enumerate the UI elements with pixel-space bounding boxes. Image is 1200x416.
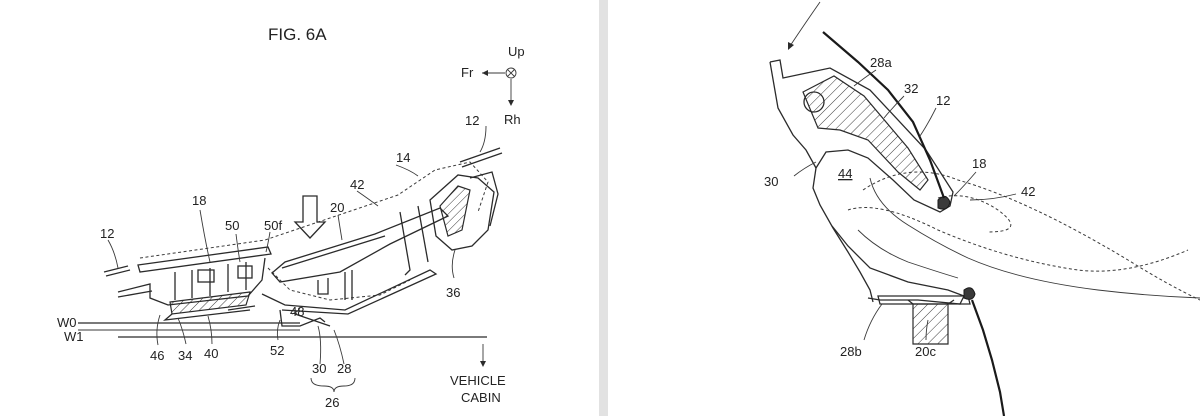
left-drawing: FIG. 6A Up Fr Rh W0 W1 bbox=[57, 25, 525, 410]
orientation-indicator: Up Fr Rh bbox=[461, 44, 525, 127]
label-28: 28 bbox=[337, 361, 351, 376]
cabin-label-line1: VEHICLE bbox=[450, 373, 506, 388]
seal-lower bbox=[963, 287, 976, 300]
label-50f: 50f bbox=[264, 218, 282, 233]
label-28a: 28a bbox=[870, 55, 892, 70]
label-14: 14 bbox=[396, 150, 410, 165]
label-42: 42 bbox=[350, 177, 364, 192]
figure-title: FIG. 6A bbox=[268, 25, 327, 44]
label-50: 50 bbox=[225, 218, 239, 233]
deploy-arrow-icon bbox=[293, 195, 327, 239]
windshield-12 bbox=[822, 31, 946, 199]
label-30: 30 bbox=[312, 361, 326, 376]
label-18: 18 bbox=[192, 193, 206, 208]
label-26: 26 bbox=[325, 395, 339, 410]
leader-lines-right bbox=[793, 69, 1017, 341]
seal-18-top bbox=[937, 196, 951, 210]
label-34: 34 bbox=[178, 348, 192, 363]
pivot-circle bbox=[803, 91, 825, 113]
label-20: 20 bbox=[330, 200, 344, 215]
label-12-top: 12 bbox=[465, 113, 479, 128]
block-20c bbox=[912, 303, 949, 345]
up-symbol bbox=[505, 67, 517, 79]
label-32: 32 bbox=[904, 81, 918, 96]
left-panel-fig-6a: FIG. 6A Up Fr Rh W0 W1 bbox=[0, 0, 599, 416]
label-46: 46 bbox=[150, 348, 164, 363]
label-18: 18 bbox=[972, 156, 986, 171]
windshield-lower bbox=[970, 299, 1006, 416]
label-20c: 20c bbox=[915, 344, 936, 359]
front-label: Fr bbox=[461, 65, 474, 80]
label-42: 42 bbox=[1021, 184, 1035, 199]
label-40: 40 bbox=[204, 346, 218, 361]
label-12-left: 12 bbox=[100, 226, 114, 241]
deploy-curve-arrow-icon bbox=[789, 1, 821, 47]
right-panel-detail: 28a 32 12 30 44 18 42 28b 20c bbox=[608, 0, 1200, 416]
label-w1: W1 bbox=[64, 329, 84, 344]
up-label: Up bbox=[508, 44, 525, 59]
label-12: 12 bbox=[936, 93, 950, 108]
leader-lines-left bbox=[107, 125, 487, 393]
cabin-label-line2: CABIN bbox=[461, 390, 501, 405]
label-44: 44 bbox=[838, 166, 852, 181]
label-30: 30 bbox=[764, 174, 778, 189]
right-drawing: 28a 32 12 30 44 18 42 28b 20c bbox=[764, 1, 1200, 416]
label-48: 48 bbox=[290, 304, 304, 319]
label-52: 52 bbox=[270, 343, 284, 358]
right-label: Rh bbox=[504, 112, 521, 127]
label-28b: 28b bbox=[840, 344, 862, 359]
label-36: 36 bbox=[446, 285, 460, 300]
label-w0: W0 bbox=[57, 315, 77, 330]
panel-divider bbox=[599, 0, 608, 416]
windshield-lines: W0 W1 bbox=[57, 315, 487, 344]
